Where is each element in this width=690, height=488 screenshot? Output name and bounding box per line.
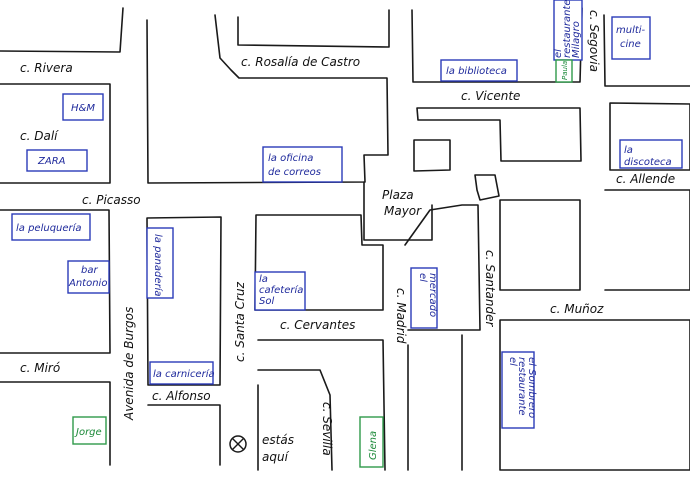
- building-discoteca-line1: la: [624, 145, 633, 156]
- building-oficina-correos: [262, 146, 343, 183]
- building-jorge-label: Jorge: [74, 427, 102, 438]
- plaza-mayor-outline: [363, 181, 433, 241]
- building-cafeteria-line1: la: [259, 274, 268, 285]
- building-multicine: [611, 16, 651, 60]
- street-blocks: [0, 7, 690, 471]
- block-left-of-rosalia: [146, 14, 389, 184]
- building-panaderia-label: la panadería: [152, 234, 164, 297]
- building-mercado-line2: mercado: [427, 273, 438, 317]
- building-glena: [359, 416, 384, 468]
- street-miro: c. Miró: [20, 361, 60, 375]
- building-discoteca-line2: discoteca: [624, 157, 672, 168]
- building-peluqueria-label: la peluquería: [16, 222, 82, 234]
- block-multicine: [603, 14, 690, 87]
- block-panaderia: [146, 216, 222, 386]
- street-labels: c. Rivera c. Dalí c. Picasso c. Miró c. …: [20, 10, 675, 456]
- building-bar-line1: bar: [81, 265, 98, 276]
- block-sombrero: [499, 319, 690, 471]
- building-sombrero-line2: restaurante: [516, 357, 527, 416]
- building-mercado: [410, 267, 438, 329]
- building-zara-label: ZARA: [37, 156, 66, 167]
- building-oficina-line2: de correos: [268, 167, 321, 178]
- building-cafeteria-sol: [254, 271, 306, 311]
- street-sevilla: c. Sevilla: [320, 402, 334, 456]
- block-santander-right: [499, 199, 581, 291]
- building-bar-line2: Antonio: [68, 278, 107, 289]
- you-are-here-cross-b: [231, 437, 245, 451]
- building-multicine-line1: multi-: [616, 25, 646, 36]
- street-segovia: c. Segovia: [587, 10, 601, 72]
- you-are-here-line2: aquí: [262, 450, 290, 464]
- block-discoteca: [609, 102, 690, 171]
- building-restaurante-sombrero: [501, 351, 535, 429]
- plaza-mayor-line1: Plaza: [382, 188, 414, 202]
- block-rivera-picasso: [0, 83, 111, 184]
- street-cervantes: c. Cervantes: [280, 318, 355, 332]
- street-picasso: c. Picasso: [82, 193, 141, 207]
- building-hym: [62, 93, 104, 121]
- building-biblioteca: [440, 59, 518, 82]
- building-carniceria: [149, 361, 214, 385]
- building-panaderia: [146, 227, 174, 299]
- street-santa-cruz: c. Santa Cruz: [233, 281, 247, 362]
- building-discoteca: [619, 139, 683, 169]
- block-sevilla: [257, 339, 386, 471]
- building-paula: [555, 59, 573, 83]
- street-allende: c. Allende: [616, 172, 675, 186]
- street-burgos: Avenida de Burgos: [122, 307, 136, 421]
- building-jorge: [72, 416, 107, 445]
- building-biblioteca-label: la biblioteca: [446, 66, 507, 77]
- street-santander: c. Santander: [483, 250, 497, 327]
- street-rosalia: c. Rosalía de Castro: [241, 55, 360, 69]
- block-plaza-right-upper: [416, 107, 582, 162]
- building-cafeteria-line3: Sol: [259, 296, 274, 307]
- you-are-here-line1: estás: [262, 433, 294, 447]
- block-sevilla-inner: [257, 369, 333, 471]
- street-vicente: c. Vicente: [461, 89, 520, 103]
- buildings: H&M ZARA la peluquería bar Antonio la pa…: [11, 0, 683, 468]
- block-mercado: [404, 204, 481, 331]
- building-sombrero-line3: el Sombrero: [526, 357, 537, 418]
- building-hym-label: H&M: [71, 103, 95, 114]
- building-multicine-line2: cine: [620, 39, 641, 50]
- street-alfonso: c. Alfonso: [152, 389, 211, 403]
- building-milagro-line3: Milagro: [571, 21, 582, 58]
- building-milagro-line1: el: [553, 49, 564, 58]
- street-dali: c. Dalí: [20, 129, 59, 143]
- building-cafeteria-line2: cafetería: [259, 284, 303, 296]
- block-allende-right: [604, 189, 690, 291]
- you-are-here-marker: estás aquí: [229, 433, 294, 464]
- building-sombrero-line1: el: [507, 357, 518, 366]
- building-zara: [26, 149, 88, 172]
- building-milagro-line2: restaurante: [562, 0, 573, 58]
- building-carniceria-label: la carnicería: [153, 368, 215, 380]
- block-plaza-notch: [413, 139, 451, 172]
- building-bar-antonio: [67, 260, 110, 294]
- building-peluqueria: [11, 213, 91, 241]
- plaza-mayor-line2: Mayor: [384, 204, 422, 218]
- building-mercado-line1: el: [417, 273, 428, 282]
- building-glena-label: Glena: [368, 431, 379, 460]
- street-rivera: c. Rivera: [20, 61, 73, 75]
- building-paula-label: Paula: [561, 61, 569, 80]
- street-munoz: c. Muñoz: [550, 302, 604, 316]
- block-alfonso: [147, 404, 221, 466]
- street-madrid: c. Madrid: [394, 288, 408, 344]
- block-plaza-right-mid: [474, 174, 500, 201]
- block-top-center: [237, 9, 390, 48]
- building-oficina-line1: la oficina: [268, 153, 313, 164]
- block-miro: [0, 381, 111, 466]
- block-top-left: [0, 7, 124, 53]
